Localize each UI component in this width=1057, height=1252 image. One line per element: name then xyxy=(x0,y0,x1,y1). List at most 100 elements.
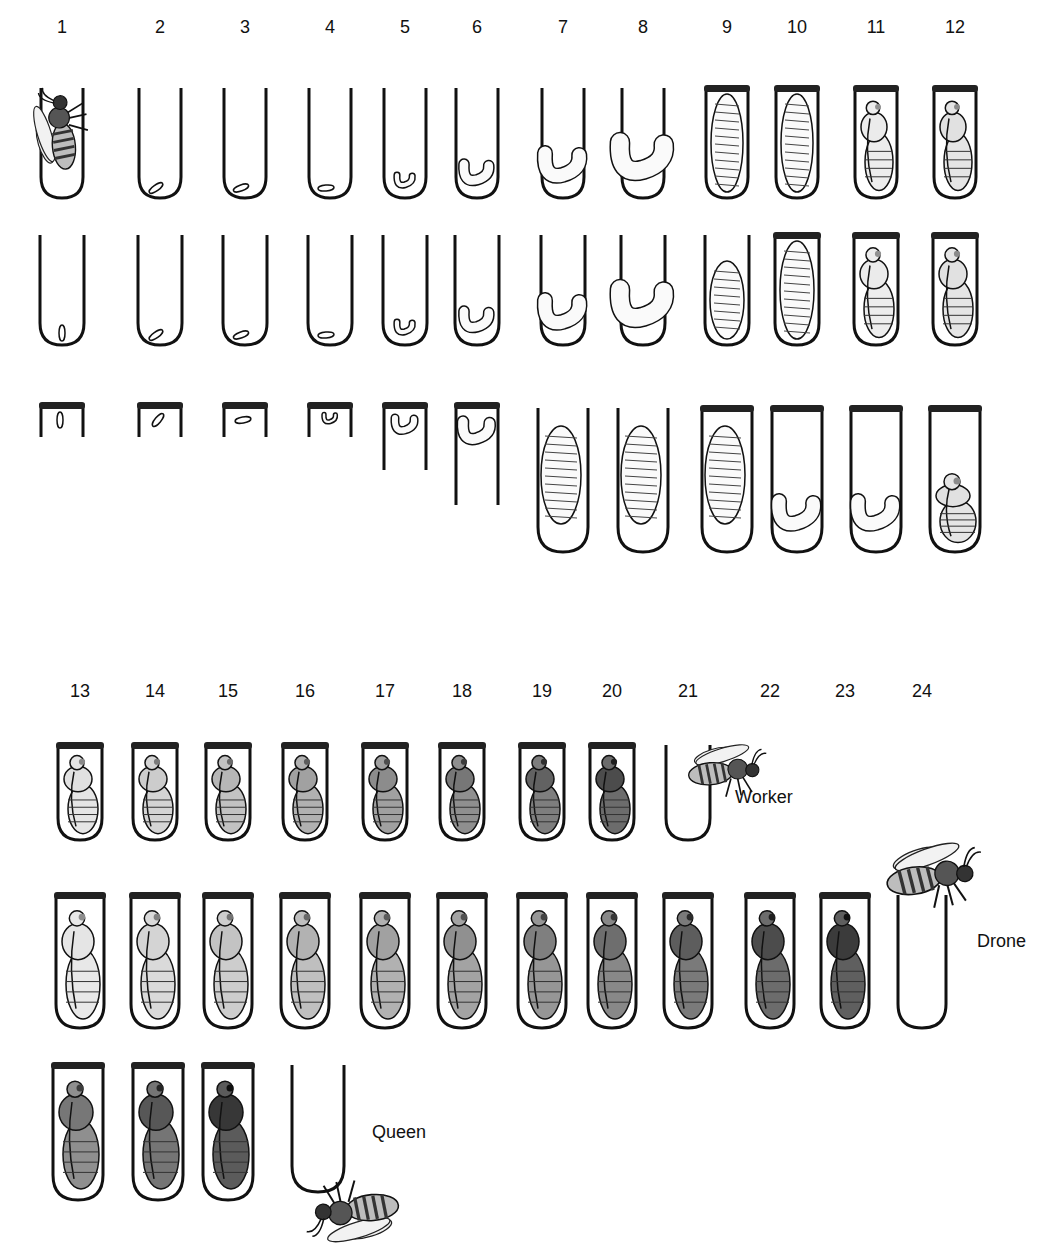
pupa-segment xyxy=(291,991,324,992)
day-number: 11 xyxy=(867,18,886,38)
pupa-segment xyxy=(756,991,789,992)
pupa-segment xyxy=(293,814,322,815)
brood-cell xyxy=(849,405,903,552)
larva-body xyxy=(620,142,664,171)
pupa-segment xyxy=(674,971,707,972)
cell-wall xyxy=(538,408,588,552)
bee-stripe xyxy=(927,866,933,890)
pupa-segment xyxy=(213,1162,248,1163)
pupa-thorax xyxy=(137,924,169,960)
pupa-eye xyxy=(227,759,233,765)
brood-cell xyxy=(54,892,106,1028)
brood-cell xyxy=(224,88,266,198)
cell-cap xyxy=(131,742,179,749)
pupa-eye xyxy=(611,759,617,765)
pupa-abdomen xyxy=(63,1120,99,1189)
pupa-segment xyxy=(940,519,975,520)
pupa-thorax xyxy=(59,1094,93,1130)
larva-segment xyxy=(715,112,739,114)
pupa-segment xyxy=(831,991,864,992)
pupa-legs xyxy=(453,931,458,1008)
pupa-segment xyxy=(293,807,322,808)
egg xyxy=(59,325,65,341)
pupa-segment xyxy=(63,1162,98,1163)
pupa-segment xyxy=(291,1002,324,1003)
pupa-head xyxy=(677,911,692,926)
pupa-segment xyxy=(530,799,559,800)
pupa-legs xyxy=(761,931,766,1008)
larva-segment xyxy=(785,152,809,154)
pupa-thorax xyxy=(367,924,399,960)
pupa-eye xyxy=(541,914,548,921)
pupa-thorax xyxy=(752,924,784,960)
pupa-segment xyxy=(293,799,322,800)
larva-segment xyxy=(714,295,740,297)
pupa-legs xyxy=(946,266,951,330)
pupa-segment xyxy=(674,991,707,992)
pupa-segment xyxy=(143,1141,178,1142)
cell-cap xyxy=(849,405,903,412)
cell-wall xyxy=(455,235,499,345)
larva-body xyxy=(397,175,412,185)
pupa-segment xyxy=(371,971,404,972)
bee-leg xyxy=(947,884,953,906)
brood-cell xyxy=(204,742,252,840)
pupa-segment xyxy=(674,981,707,982)
pupa-eye xyxy=(157,1084,164,1091)
pupa-segment xyxy=(756,971,789,972)
cell-cap xyxy=(932,85,978,92)
pupa-segment xyxy=(216,807,245,808)
pupa-head xyxy=(294,911,309,926)
brood-cell xyxy=(383,235,427,345)
cell-cap xyxy=(770,405,824,412)
day-number: 14 xyxy=(145,682,165,702)
cell-wall xyxy=(56,895,104,1028)
cell-cap xyxy=(744,892,796,899)
brood-cell xyxy=(361,742,409,840)
pupa-legs xyxy=(946,119,951,183)
larva-segment xyxy=(545,460,577,462)
pupa-legs xyxy=(146,931,151,1008)
brood-cell xyxy=(201,1062,255,1200)
brood-cell xyxy=(931,232,979,345)
pupa-eye xyxy=(79,914,86,921)
pupa-eye xyxy=(227,1084,234,1091)
cell-cap xyxy=(39,402,85,409)
pupa-segment xyxy=(940,513,975,514)
brood-cell xyxy=(774,85,820,198)
larva-segment xyxy=(715,176,739,178)
brood-cell xyxy=(744,892,796,1028)
bee-stripe xyxy=(714,763,718,783)
pupa-thorax xyxy=(827,924,859,960)
cell-wall xyxy=(139,88,181,198)
pupa-segment xyxy=(598,981,631,982)
pupa-eye xyxy=(461,759,467,765)
brood-cell xyxy=(700,405,754,552)
bee-leg xyxy=(336,1182,340,1203)
pupa-segment xyxy=(66,1002,99,1003)
pupa-head xyxy=(147,1081,163,1097)
larva-segment xyxy=(709,516,741,518)
day-number: 17 xyxy=(375,682,395,702)
bee-antenna xyxy=(306,1218,326,1236)
pupa-legs xyxy=(867,266,872,330)
larva-body xyxy=(858,501,893,524)
larva-segment xyxy=(709,500,741,502)
cell-cap xyxy=(56,742,104,749)
pupa-segment xyxy=(865,176,892,177)
bee-stripe xyxy=(707,764,711,784)
pupa-abdomen xyxy=(143,1120,179,1189)
cell-wall xyxy=(41,405,83,437)
cell-wall xyxy=(542,88,584,198)
larva-outline xyxy=(858,501,893,524)
prepupa xyxy=(541,426,581,524)
pupa-thorax xyxy=(594,924,626,960)
pupa-legs xyxy=(71,772,76,827)
pupa-segment xyxy=(371,991,404,992)
pupa-segment xyxy=(371,981,404,982)
pupa-eye xyxy=(384,759,390,765)
larva-segment xyxy=(785,120,809,122)
larva-segment xyxy=(714,287,740,289)
cell-wall xyxy=(772,408,822,552)
bee-antenna xyxy=(38,87,54,104)
